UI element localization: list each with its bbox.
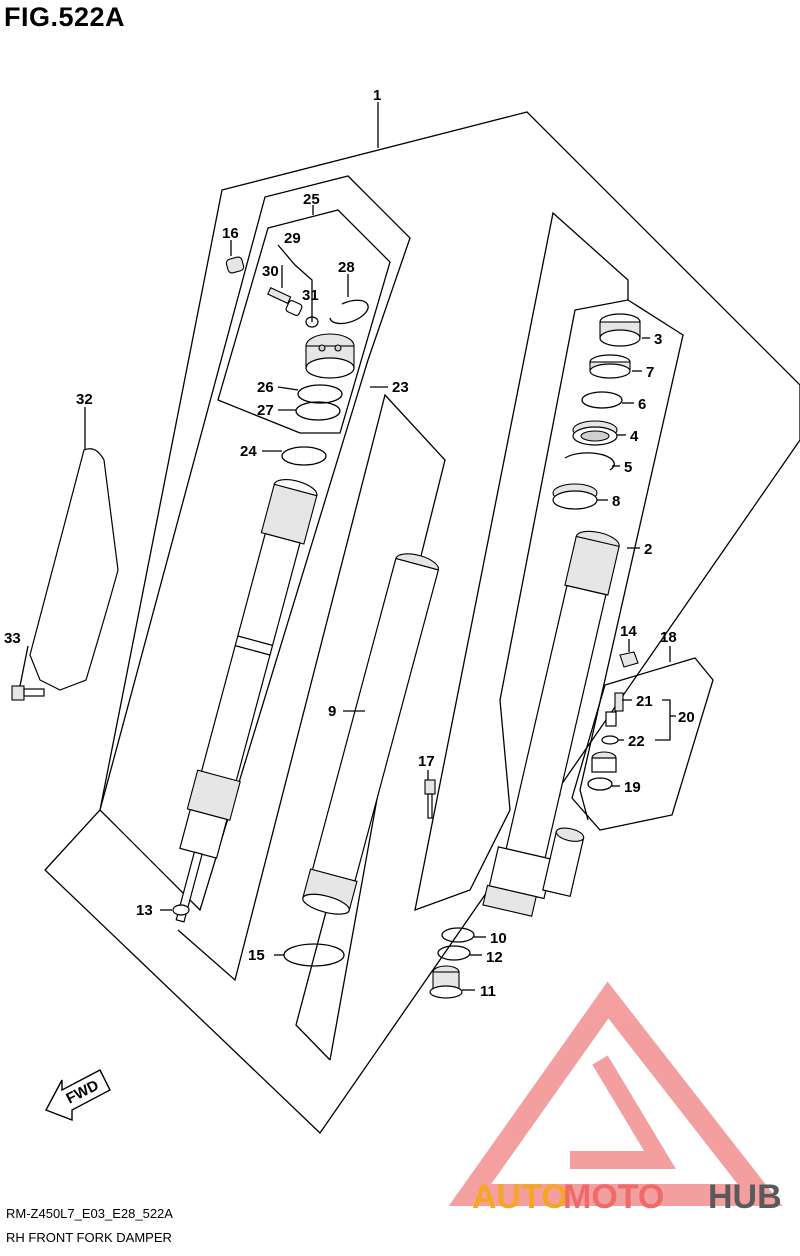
figure-title: FIG.522A [4,2,126,32]
callout-8: 8 [612,493,620,510]
watermark-auto: AUTO [472,1178,568,1216]
assembly-outline-23 [99,175,411,912]
part-21-valve [614,692,624,712]
callout-labels: 1 25 16 29 30 28 31 26 23 27 24 32 33 3 … [4,87,695,1000]
part-24-ring [281,446,327,466]
part-6-washer [581,391,623,409]
callout-7: 7 [646,364,654,381]
callout-9: 9 [328,703,336,720]
callout-24: 24 [240,443,257,460]
callout-18: 18 [660,629,677,646]
part-17-bolt [424,779,436,819]
part-7-bushing [589,354,631,379]
callout-17: 17 [418,753,435,770]
part-8-dust-seal [552,483,598,510]
callout-21: 21 [636,693,653,710]
callout-11: 11 [480,983,496,1000]
callout-3: 3 [654,331,662,348]
part-13-oring [172,904,190,916]
callout-30: 30 [262,263,279,280]
callout-33: 33 [4,630,21,647]
leader-lines [19,102,676,991]
callout-29: 29 [284,230,301,247]
part-22-oring [601,711,619,745]
part-11-base-valve [429,965,463,999]
part-3-bushing [599,313,641,347]
part-14-screw [619,651,639,668]
callout-23: 23 [392,379,409,396]
diagram-code: RM-Z450L7_E03_E28_522A [6,1206,173,1221]
direction-arrow-fwd: FWD [45,1069,111,1122]
assembly-outline-18 [571,657,714,831]
callout-15: 15 [248,947,265,964]
part-23-cartridge [175,479,318,923]
callout-25: 25 [303,191,320,208]
assembly-outline-2 [414,211,629,912]
callout-13: 13 [136,902,153,919]
diagram-caption: RH FRONT FORK DAMPER [6,1230,172,1245]
callout-19: 19 [624,779,641,796]
callout-31: 31 [302,287,319,304]
callout-32: 32 [76,391,93,408]
callout-20: 20 [678,709,695,726]
watermark-moto: MOTO [563,1178,664,1216]
callout-2: 2 [644,541,652,558]
part-5-stopper-ring [564,452,615,471]
part-19-adjuster [587,751,617,791]
part-12-oring [437,945,471,961]
callout-4: 4 [630,428,639,445]
part-10-oring [441,927,475,943]
callout-22: 22 [628,733,645,750]
watermark-hub: HUB [708,1178,782,1216]
callout-1: 1 [373,87,381,104]
part-26-oring [297,384,343,404]
callout-6: 6 [638,396,646,413]
part-30-valve [267,286,303,317]
callout-10: 10 [490,930,507,947]
assembly-outline-25 [217,209,391,434]
callout-12: 12 [486,949,503,966]
watermark-logo [448,981,783,1206]
callout-26: 26 [257,379,274,396]
callout-16: 16 [222,225,239,242]
callout-5: 5 [624,459,632,476]
callout-27: 27 [257,402,274,419]
callout-14: 14 [620,623,637,640]
callout-28: 28 [338,259,355,276]
part-4-oil-seal [572,420,618,446]
part-9-inner-tube [302,553,440,915]
part-16-plug [225,256,245,274]
watermark-wordmark: AUTO MOTO HUB [472,1178,782,1216]
part-32-fork-guard [29,448,119,691]
part-33-bolt [11,685,45,701]
part-2-outer-tube [482,530,620,917]
part-27-oring [295,401,341,421]
part-28-circlip [329,299,369,325]
part-25-fork-cap [305,333,355,379]
